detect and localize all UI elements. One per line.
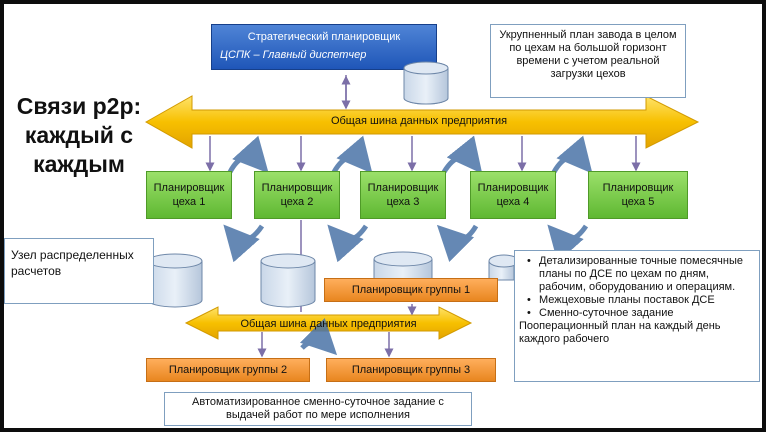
top-bus-label: Общая шина данных предприятия [330, 115, 508, 127]
db-cylinder-2 [260, 253, 316, 308]
detailed-plans-tail: Пооперационный план на каждый день каждо… [519, 320, 721, 345]
shop-planner-3-line2: цеха 3 [386, 196, 420, 208]
strategic-planner-title: Стратегический планировщик [247, 31, 401, 43]
note-shift-task: Автоматизированное сменно-суточное задан… [164, 392, 472, 426]
curved-arrows [223, 135, 593, 356]
shop-planner-1-line2: цеха 1 [172, 196, 206, 208]
shop-planner-3-line1: Планировщик [367, 182, 439, 194]
shop-planner-4: Планировщик цеха 4 [470, 171, 556, 219]
shop-planner-4-line1: Планировщик [477, 182, 549, 194]
group-planner-3: Планировщик группы 3 [326, 358, 496, 382]
shop-planner-5: Планировщик цеха 5 [588, 171, 688, 219]
db-cylinder-3 [373, 251, 433, 281]
bottom-bus-label: Общая шина данных предприятия [240, 318, 417, 330]
shop-planner-2: Планировщик цеха 2 [254, 171, 340, 219]
db-cylinder-1 [147, 253, 203, 308]
note-detailed-plans: Детализированные точные помесячные планы… [514, 250, 760, 382]
strategic-planner-subtitle: ЦСПК – Главный диспетчер [220, 49, 367, 61]
note-enterprise-plan: Укрупненный план завода в целом по цехам… [490, 24, 686, 98]
slide-frame: Связи p2p: каждый с каждым Стратегически… [4, 4, 762, 428]
db-cylinder-4 [488, 254, 520, 281]
shop-planner-1: Планировщик цеха 1 [146, 171, 232, 219]
detailed-plans-item-1: Детализированные точные помесячные планы… [527, 255, 755, 294]
shop-planner-3: Планировщик цеха 3 [360, 171, 446, 219]
shop-planner-4-line2: цеха 4 [496, 196, 530, 208]
strategic-db-icon [403, 61, 449, 105]
shop-planner-5-line2: цеха 5 [621, 196, 655, 208]
group-planner-2: Планировщик группы 2 [146, 358, 310, 382]
detailed-plans-item-3: Сменно-суточное задание [527, 307, 755, 320]
shop-planner-2-line2: цеха 2 [280, 196, 314, 208]
shop-planner-1-line1: Планировщик [153, 182, 225, 194]
detailed-plans-list: Детализированные точные помесячные планы… [519, 255, 755, 320]
top-bus-arrow [144, 95, 700, 149]
slide-title: Связи p2p: каждый с каждым [16, 93, 142, 177]
group-planner-1: Планировщик группы 1 [324, 278, 498, 302]
strategic-planner-box: Стратегический планировщик ЦСПК – Главны… [211, 24, 437, 70]
detailed-plans-item-2: Межцеховые планы поставок ДСЕ [527, 294, 755, 307]
shop-planner-5-line1: Планировщик [602, 182, 674, 194]
shop-planner-2-line1: Планировщик [261, 182, 333, 194]
note-distributed-node: Узел распределенных расчетов [4, 238, 154, 304]
